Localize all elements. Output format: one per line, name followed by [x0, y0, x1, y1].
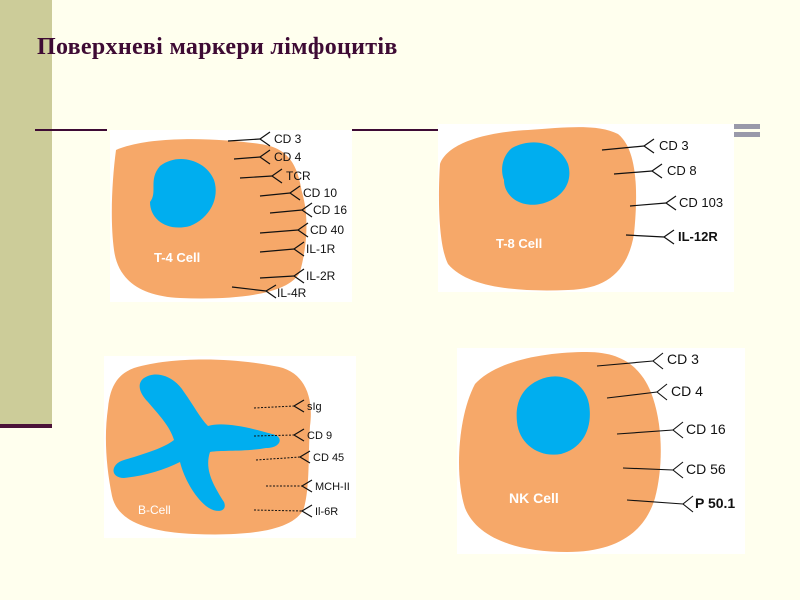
b-marker-il6r: Il-6R — [315, 506, 339, 518]
decor-bar-top — [734, 124, 760, 129]
nk-marker-cd16: CD 16 — [686, 421, 726, 437]
t4-cell-label: T-4 Cell — [154, 250, 201, 265]
decor-bar-bottom — [734, 132, 760, 137]
title-rule-left — [35, 129, 107, 131]
t8-nucleus — [502, 142, 570, 205]
nk-marker-cd3: CD 3 — [667, 351, 699, 367]
t4-marker-cd4: CD 4 — [274, 150, 302, 164]
b-cell-diagram — [105, 359, 313, 535]
t4-marker-il1r: IL-1R — [306, 242, 336, 256]
t4-marker-cd16: CD 16 — [313, 203, 348, 217]
nk-cell-panel: NK Cell CD 3 CD 4 CD 16 CD 56 P 50.1 — [457, 348, 745, 554]
t8-cell-panel: T-8 Cell CD 3 CD 8 CD 103 IL-12R — [438, 124, 734, 292]
t4-marker-il4r: IL-4R — [277, 286, 307, 300]
t4-marker-lines — [227, 131, 313, 299]
t8-cell-body — [438, 127, 637, 291]
t8-cell-diagram — [438, 127, 677, 291]
nk-nucleus — [516, 376, 590, 455]
t4-marker-il2r: IL-2R — [306, 269, 336, 283]
b-marker-mch-ii: MCH-II — [315, 481, 350, 493]
t8-marker-lines — [601, 138, 677, 245]
t8-marker-cd8: CD 8 — [667, 163, 697, 178]
sidebar-accent-bar — [0, 0, 52, 425]
nk-marker-cd4: CD 4 — [671, 383, 703, 399]
t4-nucleus — [150, 158, 216, 228]
sidebar-underline — [0, 424, 52, 428]
t4-cell-diagram — [111, 131, 313, 299]
t8-cell-label: T-8 Cell — [496, 236, 543, 251]
t4-cell-panel: T-4 Cell CD 3 CD 4 TCR CD 10 CD 16 CD 40… — [110, 130, 352, 302]
nk-marker-p50-1: P 50.1 — [695, 495, 736, 511]
nk-cell-diagram — [459, 352, 694, 552]
t4-marker-tcr: TCR — [286, 169, 311, 183]
t4-marker-cd10: CD 10 — [303, 186, 338, 200]
b-cell-panel: B-Cell sIg CD 9 CD 45 MCH-II Il-6R — [104, 356, 356, 538]
b-marker-receptors — [292, 399, 313, 518]
t4-marker-cd40: CD 40 — [310, 223, 345, 237]
slide-title: Поверхневі маркери лімфоцитів — [37, 34, 398, 60]
t8-marker-cd3: CD 3 — [659, 138, 689, 153]
b-marker-cd45: CD 45 — [313, 452, 345, 464]
nk-marker-lines — [596, 352, 694, 513]
t4-marker-cd3: CD 3 — [274, 132, 302, 146]
nk-cell-label: NK Cell — [509, 490, 559, 506]
title-rule-middle — [352, 129, 440, 131]
b-cell-label: B-Cell — [138, 503, 171, 517]
b-marker-cd9: CD 9 — [307, 430, 333, 442]
t8-marker-il12r: IL-12R — [678, 229, 718, 244]
t8-marker-cd103: CD 103 — [679, 195, 724, 210]
b-cell-nucleus — [113, 374, 280, 511]
nk-marker-cd56: CD 56 — [686, 461, 726, 477]
b-marker-lines — [253, 405, 303, 512]
b-marker-sig: sIg — [307, 401, 322, 413]
